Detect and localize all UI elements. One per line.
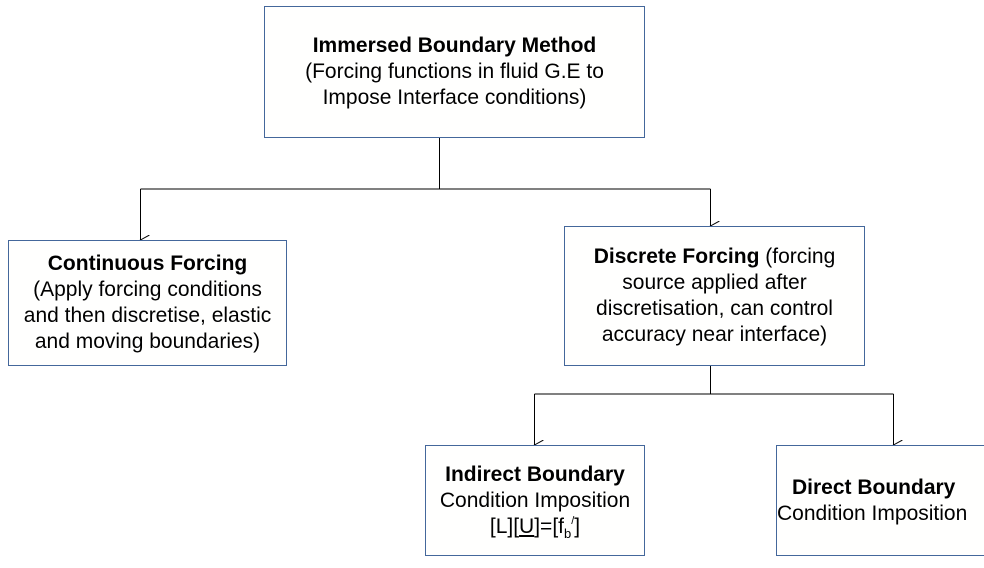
node-text-line: accuracy near interface) bbox=[601, 323, 828, 346]
formula-subscript: b bbox=[564, 525, 572, 541]
node-text-line: Condition Imposition bbox=[439, 488, 631, 512]
node-text-line: source applied after bbox=[622, 271, 807, 294]
node-text-line: and then discretise, elastic bbox=[23, 304, 272, 327]
node-text-line: (Forcing functions in fluid G.E to bbox=[305, 60, 604, 83]
formula-superscript: / bbox=[571, 514, 575, 527]
formula-part: ]=[f bbox=[534, 514, 564, 538]
node-text-line: (Apply forcing conditions bbox=[33, 278, 262, 301]
formula: [L][U]=[fb/] bbox=[490, 514, 580, 540]
node-discrete-forcing: Discrete Forcing (forcing source applied… bbox=[564, 226, 865, 366]
node-text-line: Condition Imposition bbox=[777, 501, 968, 525]
formula-part: U bbox=[519, 514, 535, 538]
node-text-line: and moving boundaries) bbox=[34, 330, 261, 353]
node-direct-boundary: Direct Boundary Condition Imposition bbox=[776, 445, 984, 556]
node-title: Immersed Boundary Method bbox=[312, 34, 597, 57]
node-indirect-boundary: Indirect Boundary Condition Imposition [… bbox=[425, 445, 645, 556]
node-text-line: Impose Interface conditions) bbox=[322, 86, 587, 109]
formula-part: [L][ bbox=[489, 514, 520, 538]
node-title: Indirect Boundary bbox=[445, 462, 625, 486]
node-immersed-boundary-method: Immersed Boundary Method (Forcing functi… bbox=[264, 6, 645, 138]
node-title-suffix: (forcing bbox=[759, 245, 836, 268]
node-title: Continuous Forcing bbox=[47, 252, 248, 275]
node-title: Discrete Forcing bbox=[593, 245, 760, 268]
node-continuous-forcing: Continuous Forcing (Apply forcing condit… bbox=[8, 240, 287, 366]
node-text-line: discretisation, can control bbox=[596, 297, 833, 320]
formula-part: ] bbox=[574, 514, 581, 538]
node-title: Direct Boundary bbox=[792, 475, 956, 499]
